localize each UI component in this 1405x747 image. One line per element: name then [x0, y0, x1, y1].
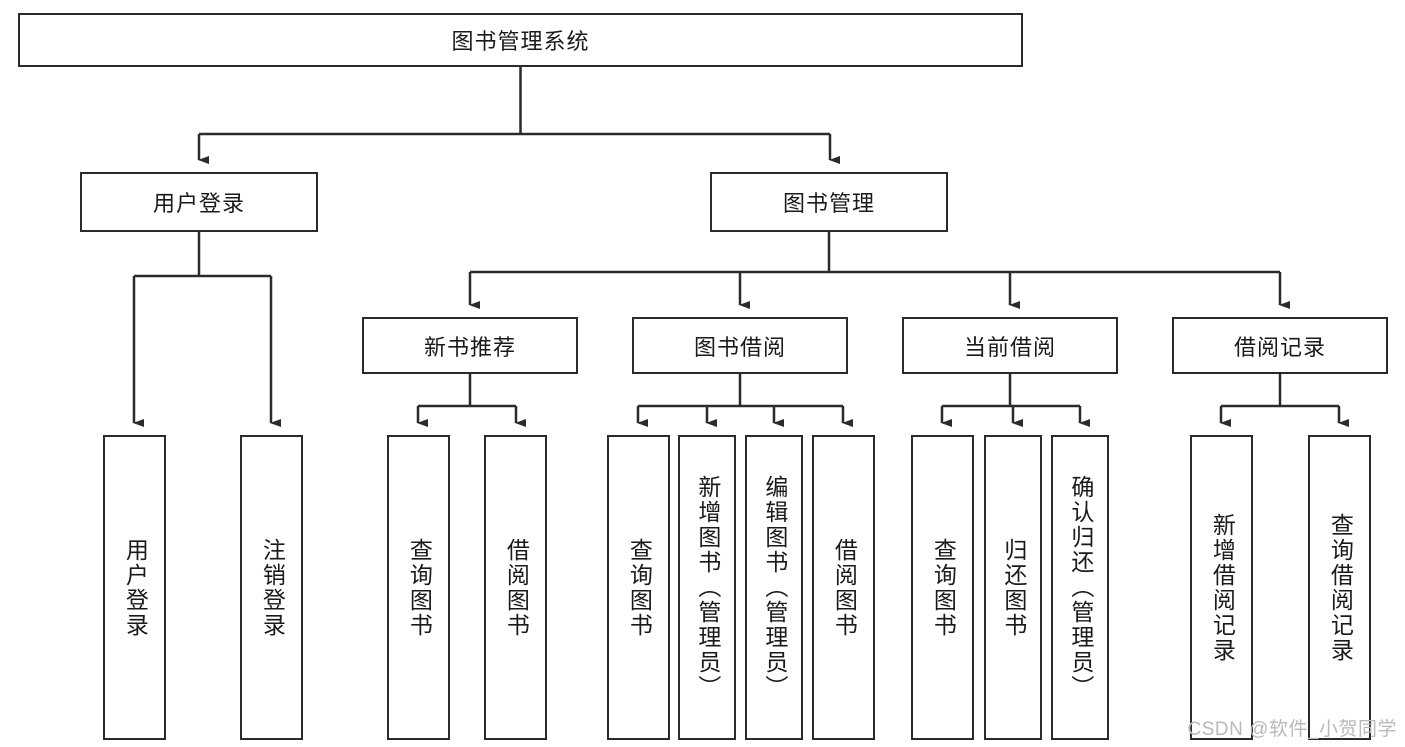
leaf-user-login[interactable]: 用户登录: [103, 435, 166, 740]
node-root-label: 图书管理系统: [451, 29, 590, 54]
leaf-query-book-cur[interactable]: 查询图书: [911, 435, 974, 740]
leaf-edit-book-label: 编辑图书（管理员）: [761, 475, 788, 700]
leaf-logout[interactable]: 注销登录: [240, 435, 303, 740]
leaf-borrow-book-rec[interactable]: 借阅图书: [484, 435, 547, 740]
leaf-query-record[interactable]: 查询借阅记录: [1308, 435, 1371, 740]
leaf-query-book-borrow[interactable]: 查询图书: [607, 435, 670, 740]
node-user-login[interactable]: 用户登录: [80, 172, 318, 232]
node-new-book-rec[interactable]: 新书推荐: [362, 317, 578, 374]
leaf-edit-book[interactable]: 编辑图书（管理员）: [745, 435, 803, 740]
node-book-borrow-label: 图书借阅: [693, 334, 786, 360]
node-borrow-record[interactable]: 借阅记录: [1172, 317, 1388, 374]
node-borrow-record-label: 借阅记录: [1233, 334, 1326, 360]
leaf-add-book-label: 新增图书（管理员）: [694, 475, 721, 700]
node-current-borrow[interactable]: 当前借阅: [902, 317, 1118, 374]
node-new-book-rec-label: 新书推荐: [423, 334, 516, 360]
leaf-borrow-book-label: 借阅图书: [831, 537, 858, 638]
leaf-add-record-label: 新增借阅记录: [1209, 512, 1236, 663]
leaf-query-book-rec[interactable]: 查询图书: [387, 435, 450, 740]
node-book-manage[interactable]: 图书管理: [710, 172, 948, 232]
leaf-borrow-book-rec-label: 借阅图书: [503, 537, 530, 638]
leaf-query-book-rec-label: 查询图书: [406, 537, 433, 638]
node-current-borrow-label: 当前借阅: [963, 334, 1056, 360]
leaf-query-book-cur-label: 查询图书: [930, 537, 957, 638]
leaf-logout-label: 注销登录: [259, 537, 286, 638]
leaf-borrow-book[interactable]: 借阅图书: [812, 435, 875, 740]
node-book-borrow[interactable]: 图书借阅: [632, 317, 848, 374]
leaf-return-book[interactable]: 归还图书: [984, 435, 1042, 740]
node-book-manage-label: 图书管理: [782, 191, 875, 216]
leaf-confirm-return-label: 确认归还（管理员）: [1067, 475, 1094, 700]
leaf-add-book[interactable]: 新增图书（管理员）: [678, 435, 736, 740]
leaf-confirm-return[interactable]: 确认归还（管理员）: [1051, 435, 1109, 740]
leaf-return-book-label: 归还图书: [1000, 537, 1027, 638]
leaf-query-record-label: 查询借阅记录: [1327, 512, 1354, 663]
leaf-user-login-label: 用户登录: [122, 537, 149, 638]
node-user-login-label: 用户登录: [152, 191, 245, 216]
leaf-add-record[interactable]: 新增借阅记录: [1190, 435, 1253, 740]
node-root[interactable]: 图书管理系统: [18, 13, 1023, 67]
watermark: CSDN @软件_小贺同学: [1187, 719, 1397, 740]
leaf-query-book-borrow-label: 查询图书: [626, 537, 653, 638]
